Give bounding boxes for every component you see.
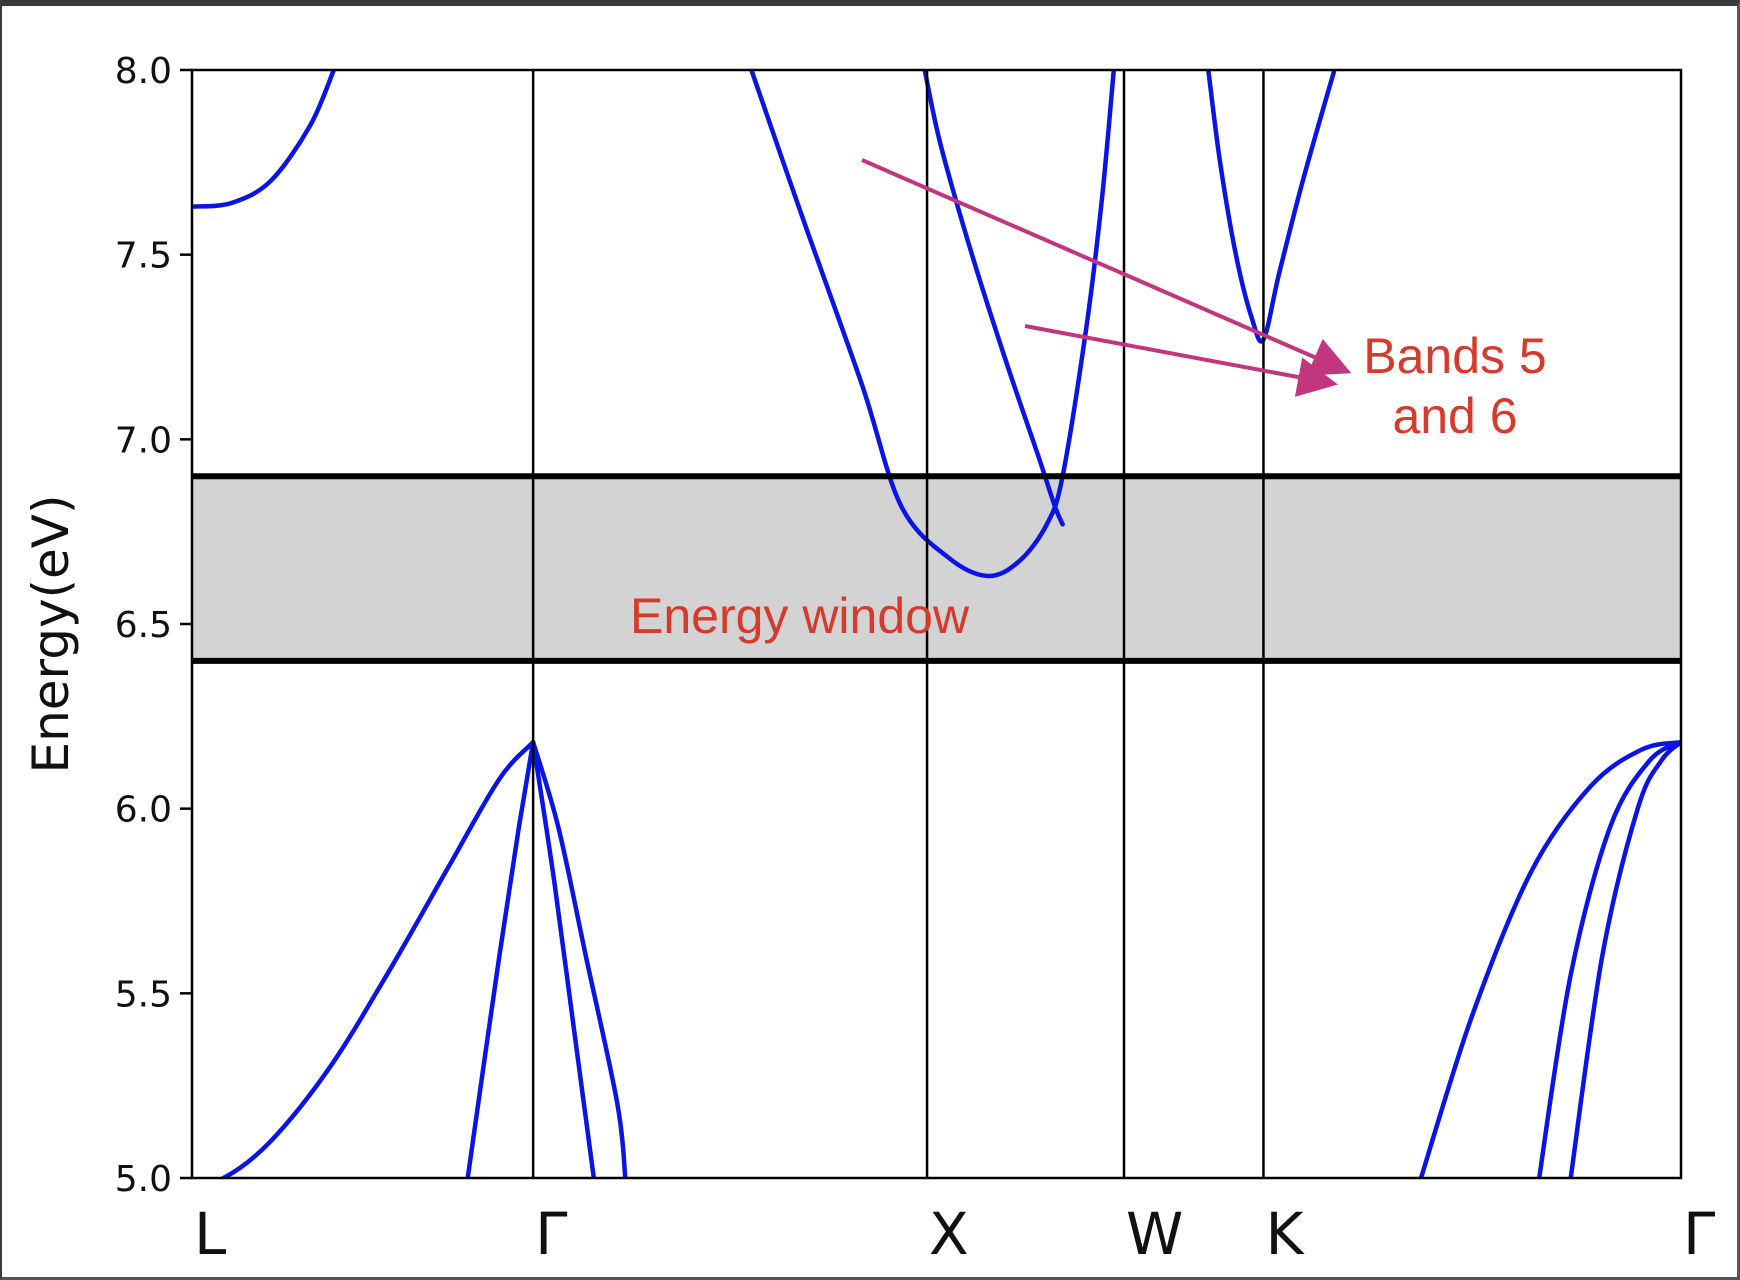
- y-axis-label: Energy(eV): [22, 494, 80, 773]
- kpoint-label: Γ: [1683, 1200, 1715, 1268]
- band-line-2: [217, 739, 536, 1178]
- kpoint-label: Γ: [535, 1200, 567, 1268]
- y-tick-label: 8.0: [115, 51, 172, 92]
- band-line-10: [1536, 739, 1681, 1178]
- high-symmetry-lines: [531, 70, 1265, 1178]
- band-line-6: [749, 70, 1117, 579]
- y-tick-label: 6.5: [115, 605, 172, 646]
- kpoint-label: K: [1265, 1200, 1305, 1268]
- band-line-9: [1418, 739, 1681, 1178]
- y-tick-label: 5.0: [115, 1159, 172, 1200]
- kpoint-label: X: [929, 1200, 969, 1268]
- y-tick-label: 5.5: [115, 974, 172, 1015]
- y-tick-label: 6.0: [115, 790, 172, 831]
- y-tick-label: 7.0: [115, 420, 172, 461]
- annotation-text-line: Bands 5: [1363, 328, 1546, 384]
- energy-window-band: [192, 476, 1681, 661]
- band-line-3: [465, 739, 536, 1178]
- band-line-7: [922, 70, 1065, 527]
- band-line-1: [192, 70, 337, 209]
- annotation-arrow: [861, 158, 1352, 376]
- bands-layer: [192, 70, 1681, 1178]
- kpoint-label: L: [194, 1200, 226, 1268]
- annotation-text-line: and 6: [1392, 388, 1517, 444]
- band-line-11: [1568, 739, 1681, 1178]
- energy-window-label: Energy window: [630, 588, 970, 644]
- y-axis-ticks: 5.0 5.5 6.0 6.5 7.0 7.5 8.0: [115, 51, 192, 1200]
- band-line-8: [1206, 70, 1337, 344]
- annotation-arrow: [1024, 324, 1338, 397]
- y-tick-label: 7.5: [115, 236, 172, 277]
- band-line-4: [530, 739, 597, 1178]
- band-line-5: [530, 739, 628, 1178]
- kpoint-label: W: [1126, 1200, 1183, 1268]
